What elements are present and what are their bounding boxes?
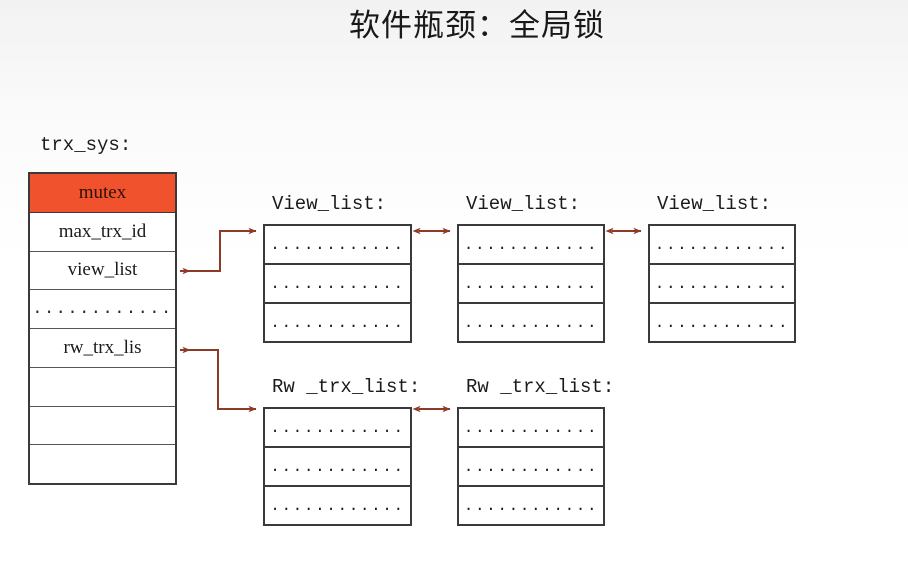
- view-list-label-2: View_list:: [466, 193, 581, 215]
- trx-sys-field-empty-1: [30, 367, 175, 407]
- view-list-node-3-row-2: ............: [650, 265, 794, 304]
- rw-trx-list-label-2: Rw _trx_list:: [466, 376, 615, 398]
- trx-sys-field-empty-2: [30, 406, 175, 446]
- trx-sys-label: trx_sys:: [40, 134, 132, 156]
- rw-trx-list-node-1-row-2: ............: [265, 448, 410, 487]
- trx-sys-field-mutex[interactable]: mutex: [30, 174, 175, 213]
- trx-sys-field-rw-trx-lis: rw_trx_lis: [30, 329, 175, 368]
- view-list-label-3: View_list:: [657, 193, 772, 215]
- rw-trx-list-node-2-row-1: ............: [459, 409, 603, 448]
- view-list-node-2-row-2: ............: [459, 265, 603, 304]
- view-list-node-2-row-1: ............: [459, 226, 603, 265]
- view-list-node-1-row-1: ............: [265, 226, 410, 265]
- trx-sys-field-max-trx-id: max_trx_id: [30, 212, 175, 252]
- view-list-node-3-row-1: ............: [650, 226, 794, 265]
- rw-trx-list-node-2: ............ ............ ............: [457, 407, 605, 526]
- view-list-node-3: ............ ............ ............: [648, 224, 796, 343]
- page-title: 软件瓶颈：全局锁: [349, 8, 605, 43]
- trx-sys-field-empty-3: [30, 445, 175, 483]
- connector-view-list: [180, 227, 257, 275]
- trx-sys-struct: mutex max_trx_id view_list ............ …: [28, 172, 177, 485]
- rw-trx-list-label-1: Rw _trx_list:: [272, 376, 421, 398]
- view-list-node-2: ............ ............ ............: [457, 224, 605, 343]
- connector-rw-trx-list: [180, 346, 257, 413]
- view-list-node-1: ............ ............ ............: [263, 224, 412, 343]
- rw-trx-list-node-2-row-3: ............: [459, 487, 603, 524]
- trx-sys-field-ellipsis: ............: [30, 290, 175, 329]
- rw-trx-list-node-2-row-2: ............: [459, 448, 603, 487]
- trx-sys-field-view-list: view_list: [30, 251, 175, 291]
- rw-trx-list-node-1-row-3: ............: [265, 487, 410, 524]
- rw-trx-list-node-1-row-1: ............: [265, 409, 410, 448]
- view-list-node-1-row-3: ............: [265, 304, 410, 341]
- view-list-node-3-row-3: ............: [650, 304, 794, 341]
- rw-trx-list-node-1: ............ ............ ............: [263, 407, 412, 526]
- view-list-node-1-row-2: ............: [265, 265, 410, 304]
- view-list-node-2-row-3: ............: [459, 304, 603, 341]
- view-list-label-1: View_list:: [272, 193, 387, 215]
